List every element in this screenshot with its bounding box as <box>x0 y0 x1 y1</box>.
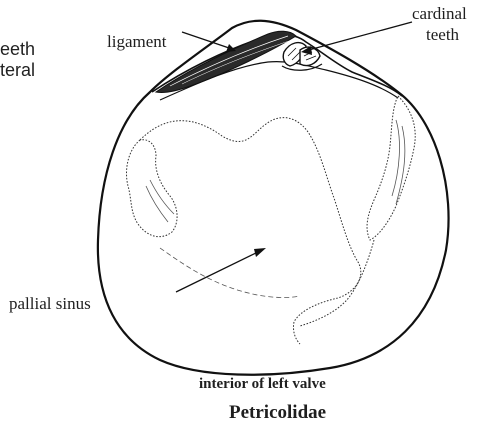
ligament-label: ligament <box>107 33 166 50</box>
cardinal-label-line1: cardinal <box>412 5 467 22</box>
fragment-label-1: eeth <box>0 40 35 58</box>
view-caption: interior of left valve <box>199 377 326 392</box>
fragment-label-2: teral <box>0 61 35 79</box>
cardinal-leader <box>305 22 412 51</box>
cardinal-label-line2: teeth <box>426 26 459 43</box>
family-caption: Petricolidae <box>229 403 326 422</box>
pallial-sinus-label: pallial sinus <box>9 295 91 312</box>
shell-outline <box>98 21 449 375</box>
